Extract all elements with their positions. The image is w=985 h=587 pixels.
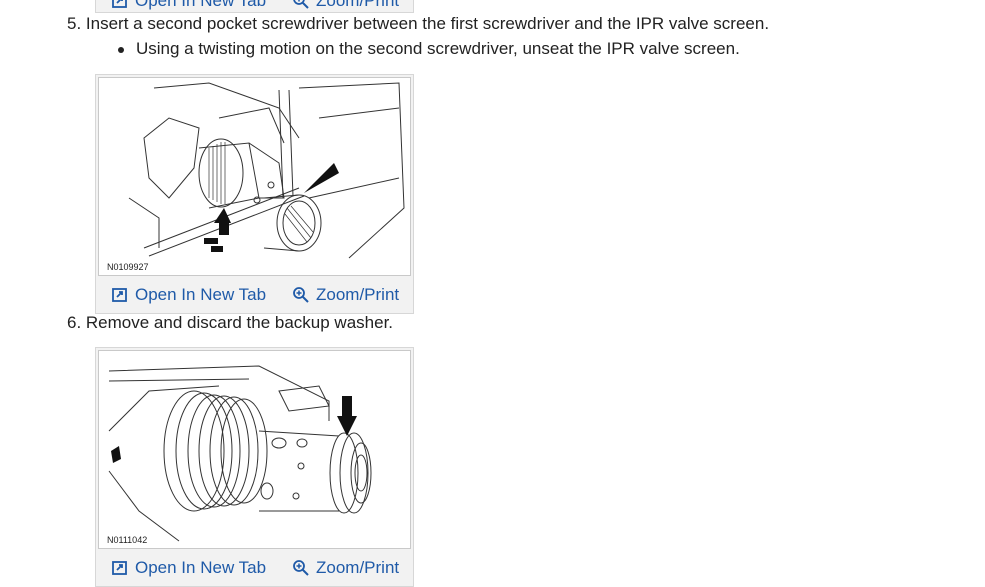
open-in-new-tab-link[interactable]: Open In New Tab xyxy=(111,558,266,578)
zoom-in-icon xyxy=(292,0,310,10)
open-in-new-tab-icon xyxy=(111,559,129,577)
figure-n0111042: N0111042 Open In New Tab Zoom/Print xyxy=(95,347,414,587)
step-5-text: 5. Insert a second pocket screwdriver be… xyxy=(67,14,770,33)
open-in-new-tab-icon xyxy=(111,0,129,10)
step-5-bullet: Using a twisting motion on the second sc… xyxy=(136,39,740,58)
zoom-print-label[interactable]: Zoom/Print xyxy=(316,0,400,10)
open-in-new-tab-icon xyxy=(111,286,129,304)
open-in-new-tab-label[interactable]: Open In New Tab xyxy=(135,0,267,10)
figure-image-screwdriver-ipr-screen[interactable]: N0109927 xyxy=(98,77,411,276)
zoom-print-link[interactable]: Zoom/Print xyxy=(292,558,399,578)
open-in-new-tab-link[interactable]: Open In New Tab xyxy=(111,0,266,11)
zoom-in-icon xyxy=(292,559,310,577)
open-in-new-tab-label[interactable]: Open In New Tab xyxy=(135,558,267,577)
figure-n0109927: N0109927 Open In New Tab Zoom/Print xyxy=(95,74,414,314)
step-6-text: 6. Remove and discard the backup washer. xyxy=(67,313,394,332)
zoom-in-icon xyxy=(292,286,310,304)
screwdriver-illustration: N0109927 xyxy=(107,82,405,272)
figure-image-backup-washer[interactable]: N0111042 xyxy=(98,350,411,549)
zoom-print-label[interactable]: Zoom/Print xyxy=(316,558,400,577)
figure-code: N0111042 xyxy=(107,535,147,545)
backup-washer-illustration: N0111042 xyxy=(107,365,372,545)
zoom-print-link[interactable]: Zoom/Print xyxy=(292,0,399,11)
open-in-new-tab-link[interactable]: Open In New Tab xyxy=(111,285,266,305)
bullet-dot xyxy=(118,47,124,53)
figure-code: N0109927 xyxy=(107,262,149,272)
open-in-new-tab-label[interactable]: Open In New Tab xyxy=(135,285,267,304)
zoom-print-link[interactable]: Zoom/Print xyxy=(292,285,399,305)
figure-previous: Open In New Tab Zoom/Print xyxy=(95,0,414,13)
zoom-print-label[interactable]: Zoom/Print xyxy=(316,285,400,304)
